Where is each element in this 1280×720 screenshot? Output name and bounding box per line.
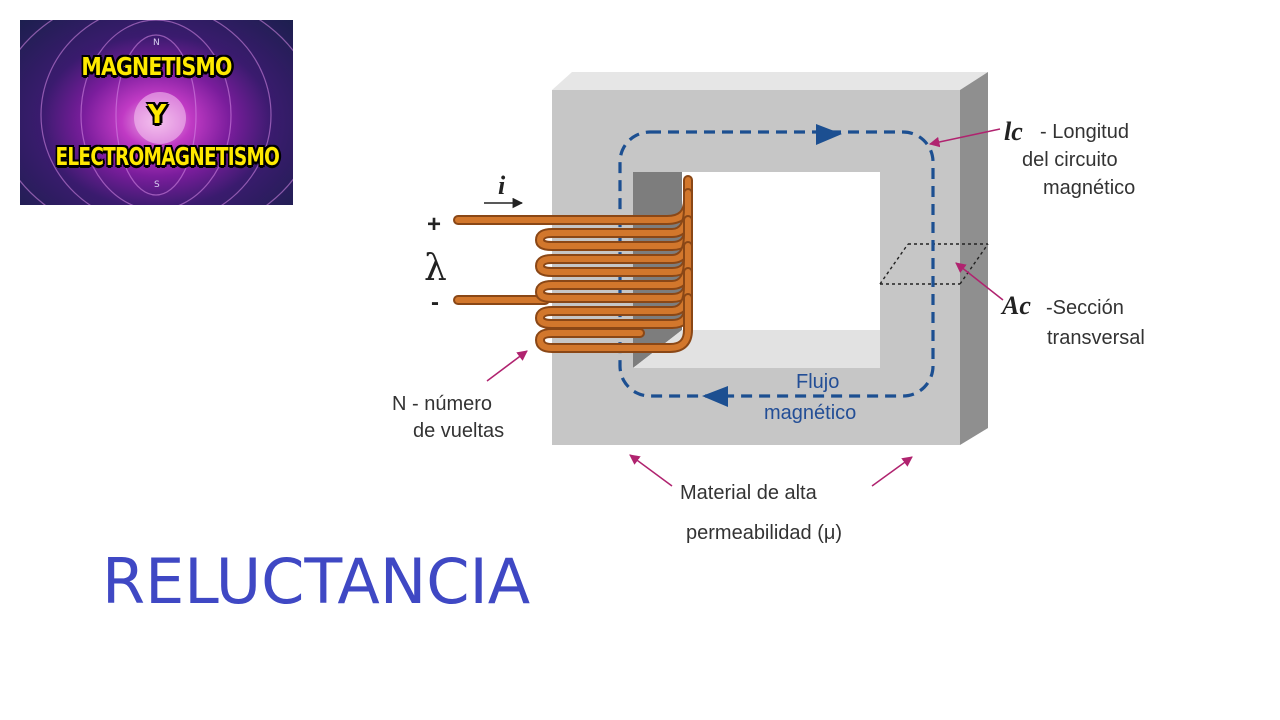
flux-arrow-bottom bbox=[702, 386, 728, 407]
course-badge: N S MAGNETISMO Y ELECTROMAGNETISMO bbox=[20, 20, 293, 205]
ac-text-line2: transversal bbox=[1047, 327, 1145, 349]
material-text-line2: permeabilidad (μ) bbox=[686, 522, 842, 544]
flux-arrow-top bbox=[816, 124, 842, 145]
lc-pointer-arrow bbox=[928, 128, 1001, 148]
turns-text-line1: N - número bbox=[392, 393, 492, 415]
material-pointer-arrow-left bbox=[629, 454, 673, 487]
flux-text-line1: Flujo bbox=[796, 371, 839, 393]
lc-text-line2: del circuito bbox=[1022, 149, 1118, 171]
core-top-face bbox=[552, 72, 988, 90]
north-pole-label: N bbox=[153, 38, 160, 48]
badge-line-magnetismo: MAGNETISMO bbox=[81, 52, 232, 81]
lc-text-line3: magnético bbox=[1043, 177, 1135, 199]
material-text-line1: Material de alta bbox=[680, 482, 818, 504]
flux-path bbox=[618, 130, 935, 398]
current-symbol: i bbox=[498, 171, 506, 200]
ac-pointer-arrow bbox=[955, 262, 1004, 301]
page-title: RELUCTANCIA bbox=[102, 545, 531, 618]
core-front-face bbox=[552, 90, 960, 445]
lc-symbol: lc bbox=[1004, 117, 1023, 146]
lc-text-line1: - Longitud bbox=[1040, 121, 1129, 143]
plus-terminal-label: + bbox=[427, 211, 441, 238]
lambda-symbol: λ bbox=[424, 248, 447, 289]
south-pole-label: S bbox=[154, 180, 160, 190]
turns-pointer-arrow bbox=[486, 350, 528, 382]
ac-text-line1: -Sección bbox=[1046, 297, 1124, 319]
cross-section-plane bbox=[879, 243, 989, 285]
window-inner-bottom-face bbox=[633, 330, 880, 368]
badge-line-y: Y bbox=[147, 100, 167, 130]
ac-symbol: Ac bbox=[1000, 291, 1031, 320]
coil-winding bbox=[453, 175, 693, 353]
badge-line-electromagnetismo: ELECTROMAGNETISMO bbox=[55, 142, 280, 171]
window-opening bbox=[682, 172, 880, 330]
core-side-face bbox=[960, 72, 988, 445]
turns-text-line2: de vueltas bbox=[413, 420, 504, 442]
field-lines-graphic bbox=[20, 20, 293, 205]
flux-text-line2: magnético bbox=[764, 402, 856, 424]
minus-terminal-label: - bbox=[431, 289, 439, 316]
material-pointer-arrow-right bbox=[871, 456, 913, 487]
